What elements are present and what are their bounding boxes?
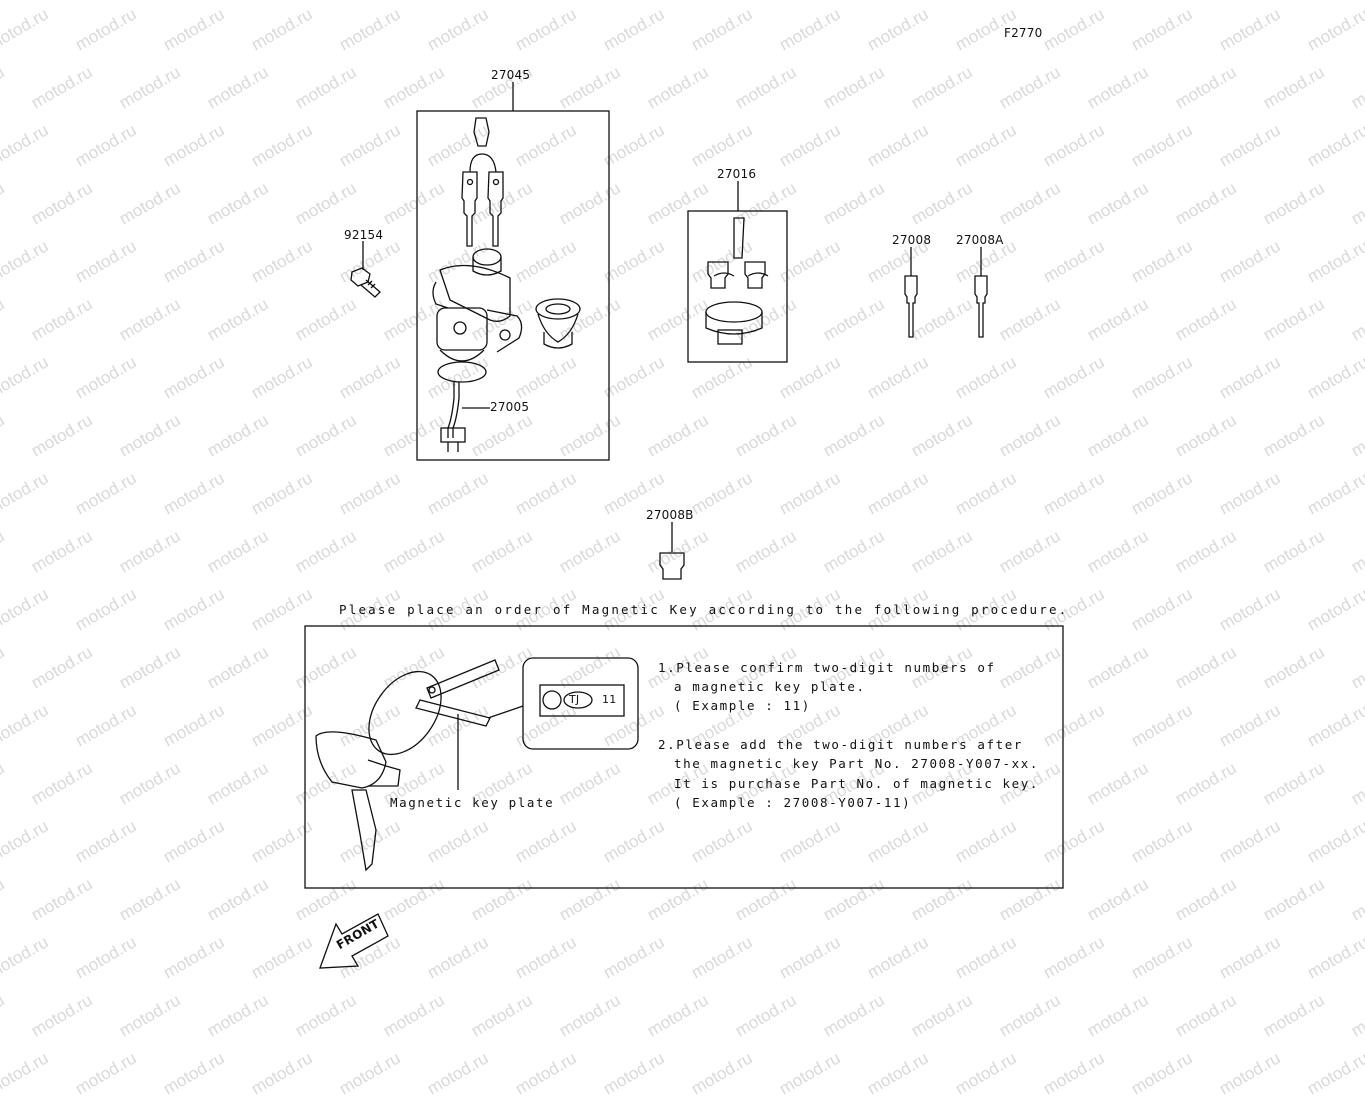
plate-callout <box>522 657 639 750</box>
step1-line2: a magnetic key plate. <box>674 679 866 694</box>
watermark-text: motod.ru <box>1040 1048 1108 1099</box>
ignition-switch-27005 <box>432 248 523 452</box>
key-27008A <box>974 275 988 338</box>
watermark-text: motod.ru <box>0 1048 52 1099</box>
plate-code-letters: TJ <box>569 693 580 706</box>
watermark-text: motod.ru <box>160 1048 228 1099</box>
plate-code-number: 11 <box>602 693 617 706</box>
front-arrow-icon <box>319 913 389 969</box>
screw-92154 <box>350 267 381 298</box>
part-label-27045: 27045 <box>491 68 531 82</box>
key-27008 <box>904 275 918 338</box>
step2-line2: the magnetic key Part No. 27008-Y007-xx. <box>674 756 1040 771</box>
plate-code-oval <box>563 691 593 709</box>
part-label-27008B: 27008B <box>646 508 694 522</box>
figure-code: F2770 <box>1004 26 1043 40</box>
watermark-text: motod.ru <box>336 1048 404 1099</box>
plate-code-frame <box>539 684 625 717</box>
watermark-text: motod.ru <box>688 1048 756 1099</box>
step2-line3: It is purchase Part No. of magnetic key. <box>674 776 1040 791</box>
lock-set-27016 <box>705 217 769 345</box>
instruction-box <box>304 625 1064 889</box>
watermark-text: motod.ru <box>1128 1048 1196 1099</box>
watermark-text: motod.ru <box>512 1048 580 1099</box>
key-pair-27045 <box>461 117 504 247</box>
step2-line4: ( Example : 27008-Y007-11) <box>674 795 912 810</box>
step1-line3: ( Example : 11) <box>674 698 811 713</box>
part-label-92154: 92154 <box>344 228 384 242</box>
watermark-text: motod.ru <box>1216 1048 1284 1099</box>
part-label-27016: 27016 <box>717 167 757 181</box>
watermark-text: motod.ru <box>72 1048 140 1099</box>
magnetic-key-drawing <box>315 659 524 872</box>
watermark-text: motod.ru <box>776 1048 844 1099</box>
watermark-text: motod.ru <box>248 1048 316 1099</box>
step2-line1: 2.Please add the two-digit numbers after <box>658 737 1024 752</box>
part-label-27008: 27008 <box>892 233 932 247</box>
part-label-27008A: 27008A <box>956 233 1004 247</box>
magnetic-key-plate-label: Magnetic key plate <box>390 795 555 810</box>
cap-lock-27045 <box>535 298 581 349</box>
step1-line1: 1.Please confirm two-digit numbers of <box>658 660 996 675</box>
watermark-text: motod.ru <box>424 1048 492 1099</box>
plate-callout-leader <box>487 705 524 719</box>
watermark-text: motod.ru <box>600 1048 668 1099</box>
part-label-27005: 27005 <box>490 400 530 414</box>
watermark-text: motod.ru <box>1304 1048 1365 1099</box>
watermark-text: motod.ru <box>952 1048 1020 1099</box>
instructions-heading: Please place an order of Magnetic Key ac… <box>339 602 1069 617</box>
watermark-text: motod.ru <box>864 1048 932 1099</box>
set-box-27016 <box>687 210 788 363</box>
cap-27008B <box>659 552 685 580</box>
parts-diagram <box>304 82 1064 969</box>
